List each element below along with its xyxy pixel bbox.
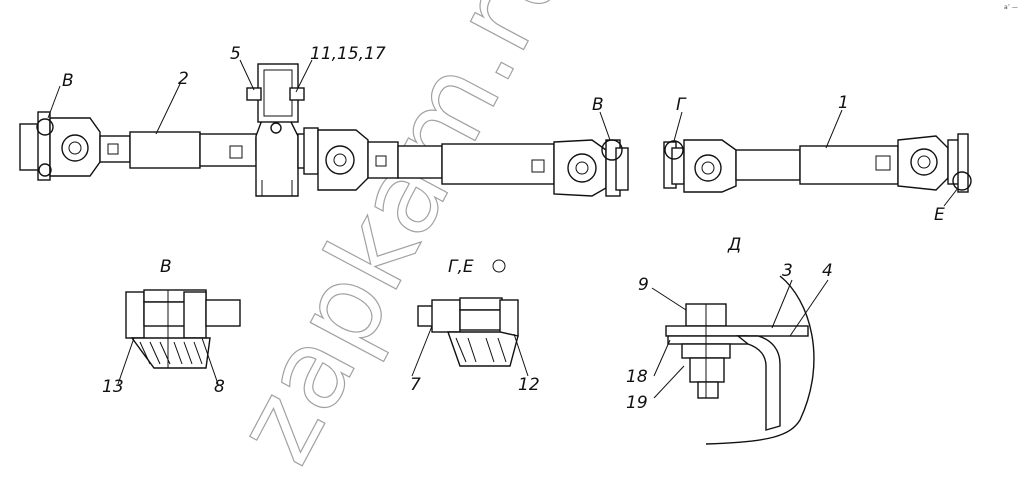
label-part-3: 3 — [782, 261, 793, 281]
label-v-mid: В — [592, 95, 604, 115]
label-part-7: 7 — [410, 375, 421, 395]
detail-d: Д 9 3 4 18 19 — [626, 235, 833, 445]
detail-v: В 13 8 — [102, 257, 241, 397]
label-part-4: 4 — [822, 261, 833, 281]
label-part-1: 1 — [838, 93, 849, 113]
label-v-left: В — [62, 71, 74, 91]
leader-lines-top — [47, 59, 959, 207]
label-e-right: Е — [934, 205, 945, 225]
label-part-19: 19 — [626, 393, 648, 413]
label-part-12: 12 — [518, 375, 540, 395]
label-part-5: 5 — [230, 44, 241, 64]
corner-mark: a″ — — [1004, 4, 1018, 11]
right-shaft-assembly — [663, 133, 972, 193]
label-part-8: 8 — [214, 377, 225, 397]
label-part-18: 18 — [626, 367, 648, 387]
detail-d-title: Д — [727, 235, 741, 255]
label-parts-11-15-17: 11,15,17 — [310, 44, 386, 64]
label-g-mid: Г — [676, 95, 687, 115]
label-part-13: 13 — [102, 377, 124, 397]
detail-v-title: В — [160, 257, 172, 277]
label-part-2: 2 — [178, 69, 189, 89]
detail-ge: Г,Е 7 12 — [410, 257, 540, 395]
left-shaft-assembly — [19, 63, 629, 197]
detail-ge-title: Г,Е — [448, 257, 474, 277]
label-part-9: 9 — [638, 275, 649, 295]
